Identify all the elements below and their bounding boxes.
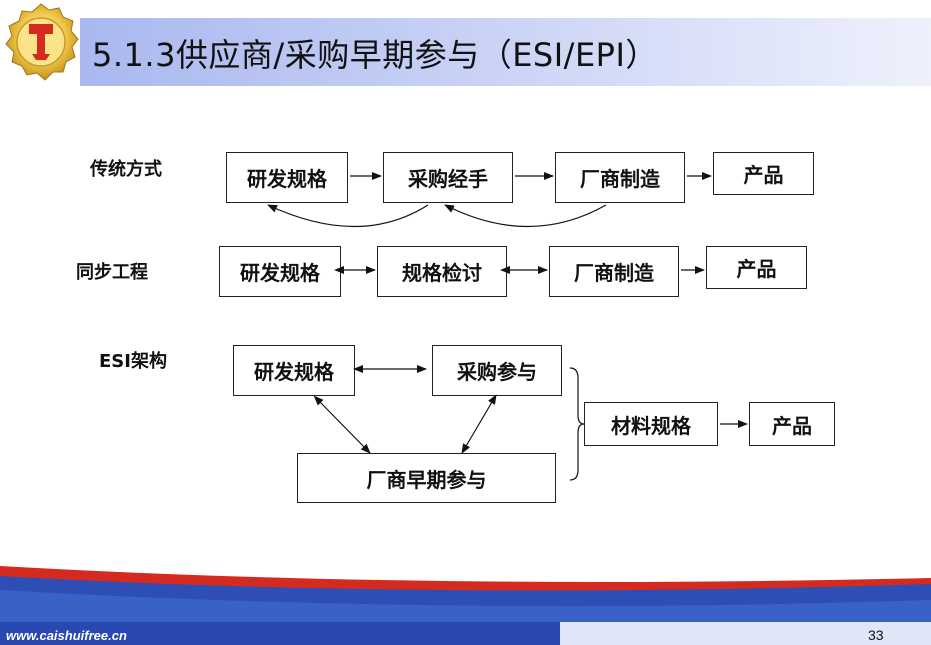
esi-label: ESI架构 <box>99 351 167 372</box>
title-bar <box>80 18 931 86</box>
esi-supplier-early-box: 厂商早期参与 <box>297 453 556 503</box>
feedback-curve-2 <box>444 204 607 228</box>
esi-product-box: 产品 <box>749 402 835 446</box>
esi-purchasing-box: 采购参与 <box>432 345 562 396</box>
traditional-product-box: 产品 <box>713 152 814 195</box>
traditional-manufacturing-box: 厂商制造 <box>555 152 685 203</box>
traditional-label: 传统方式 <box>90 159 162 180</box>
concurrent-product-box: 产品 <box>706 246 807 289</box>
feedback-curve-1 <box>267 204 429 228</box>
arrow-esi-purchasing-supplier <box>461 394 497 454</box>
concurrent-rd-spec-box: 研发规格 <box>219 246 341 297</box>
footer-url-link[interactable]: www.caishuifree.cn <box>6 628 127 643</box>
page-number: 33 <box>868 627 884 643</box>
traditional-purchasing-box: 采购经手 <box>383 152 513 203</box>
esi-rd-spec-box: 研发规格 <box>233 345 355 396</box>
esi-brace <box>569 367 585 481</box>
footer-band <box>0 566 931 645</box>
logo-icon <box>5 3 79 81</box>
arrow-esi-rd-supplier <box>313 395 371 454</box>
concurrent-label: 同步工程 <box>76 262 148 283</box>
traditional-rd-spec-box: 研发规格 <box>226 152 348 203</box>
concurrent-manufacturing-box: 厂商制造 <box>549 246 679 297</box>
slide-title: 5.1.3供应商/采购早期参与（ESI/EPI） <box>92 36 658 74</box>
esi-material-spec-box: 材料规格 <box>584 402 718 446</box>
concurrent-spec-review-box: 规格检讨 <box>377 246 507 297</box>
